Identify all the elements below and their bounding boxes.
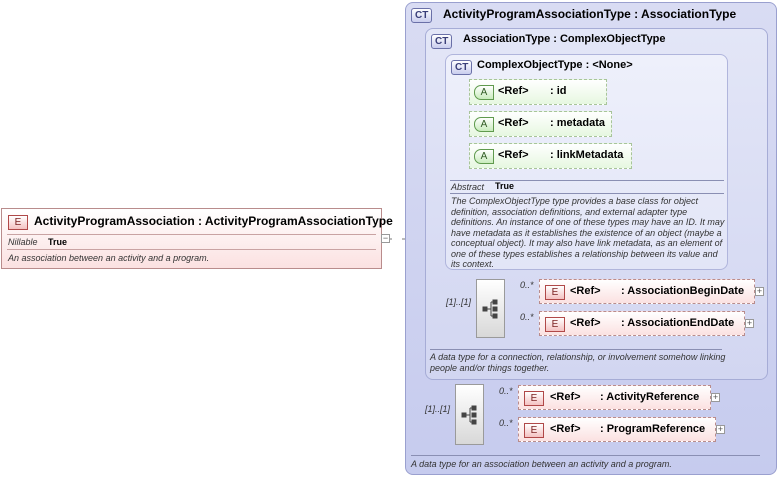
attribute-badge: A xyxy=(474,85,494,100)
element-cardinality: 0..* xyxy=(499,418,513,428)
element-name: : AssociationBeginDate xyxy=(621,285,745,297)
element-name: : ActivityReference xyxy=(600,391,700,403)
middle-type-title: AssociationType : ComplexObjectType xyxy=(463,33,666,45)
abstract-value: True xyxy=(495,181,515,191)
divider xyxy=(7,234,376,235)
complex-type-badge: CT xyxy=(411,8,433,23)
complex-type-badge: CT xyxy=(451,60,473,75)
plus-icon[interactable]: + xyxy=(716,424,725,434)
sequence-cardinality: [1]..[1] xyxy=(425,404,451,414)
divider xyxy=(7,249,376,250)
root-element-label: ActivityProgramAssociation : ActivityPro… xyxy=(34,214,393,228)
outer-type-title: ActivityProgramAssociationType : Associa… xyxy=(443,7,737,21)
attribute-ref: <Ref> xyxy=(498,117,529,129)
plus-icon[interactable]: + xyxy=(755,286,764,296)
element-association-begin-date[interactable]: E <Ref> : AssociationBeginDate xyxy=(539,279,755,304)
element-cardinality: 0..* xyxy=(520,280,534,290)
sequence-icon[interactable] xyxy=(476,279,505,338)
element-name: : AssociationEndDate xyxy=(621,317,735,329)
attribute-id[interactable]: A <Ref> : id xyxy=(469,79,607,105)
element-badge: E xyxy=(524,391,544,406)
element-ref: <Ref> xyxy=(570,317,601,329)
element-program-reference[interactable]: E <Ref> : ProgramReference xyxy=(518,417,716,442)
element-name: : ProgramReference xyxy=(600,423,706,435)
divider xyxy=(411,455,760,456)
inner-type-description: The ComplexObjectType type provides a ba… xyxy=(451,196,725,269)
element-badge: E xyxy=(545,285,565,300)
attribute-ref: <Ref> xyxy=(498,149,529,161)
plus-icon[interactable]: + xyxy=(745,318,754,328)
root-element-box[interactable]: E ActivityProgramAssociation : ActivityP… xyxy=(1,208,393,269)
sequence-cardinality: [1]..[1] xyxy=(446,297,472,307)
element-activity-reference[interactable]: E <Ref> : ActivityReference xyxy=(518,385,711,410)
sequence-icon[interactable] xyxy=(455,384,484,445)
attribute-badge: A xyxy=(474,117,494,132)
element-ref: <Ref> xyxy=(550,423,581,435)
outer-type-description: A data type for an association between a… xyxy=(411,459,672,469)
minus-icon[interactable]: − xyxy=(381,233,390,243)
attribute-ref: <Ref> xyxy=(498,85,529,97)
element-badge: E xyxy=(8,215,28,230)
attribute-badge: A xyxy=(474,149,494,164)
abstract-key: Abstract xyxy=(451,182,485,192)
attribute-link-metadata[interactable]: A <Ref> : linkMetadata xyxy=(469,143,632,169)
attribute-name: : linkMetadata xyxy=(550,149,624,161)
element-ref: <Ref> xyxy=(550,391,581,403)
root-element-description: An association between an activity and a… xyxy=(8,253,210,263)
divider xyxy=(450,180,724,181)
attribute-metadata[interactable]: A <Ref> : metadata xyxy=(469,111,612,137)
element-cardinality: 0..* xyxy=(499,386,513,396)
nillable-key: Nillable xyxy=(8,237,38,247)
complex-type-badge: CT xyxy=(431,34,453,49)
attribute-name: : id xyxy=(550,85,567,97)
nillable-value: True xyxy=(48,237,68,247)
inner-type-title: ComplexObjectType : <None> xyxy=(477,59,633,71)
element-ref: <Ref> xyxy=(570,285,601,297)
divider xyxy=(430,349,722,350)
middle-type-description: A data type for a connection, relationsh… xyxy=(430,352,726,373)
plus-icon[interactable]: + xyxy=(711,392,720,402)
element-badge: E xyxy=(524,423,544,438)
element-cardinality: 0..* xyxy=(520,312,534,322)
divider xyxy=(450,193,724,194)
element-badge: E xyxy=(545,317,565,332)
element-association-end-date[interactable]: E <Ref> : AssociationEndDate xyxy=(539,311,745,336)
attribute-name: : metadata xyxy=(550,117,606,129)
